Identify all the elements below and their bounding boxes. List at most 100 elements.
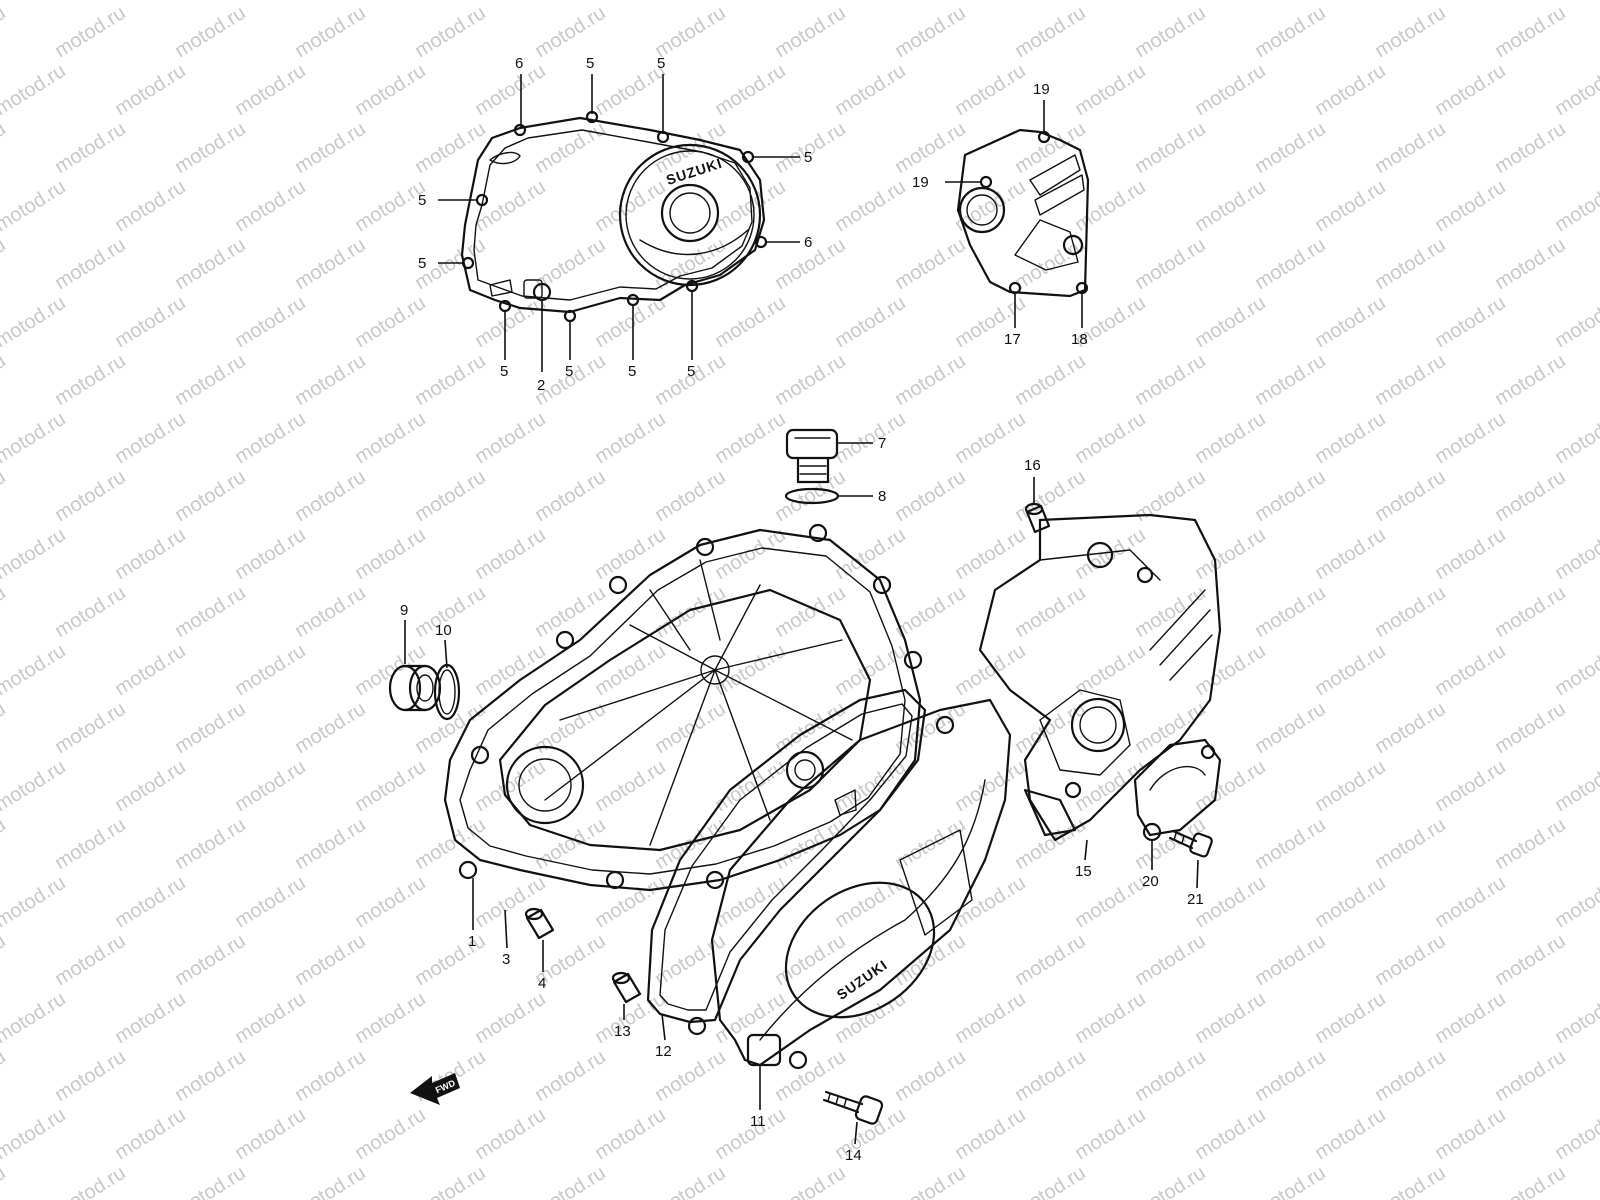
callout-6: 6 [515,55,523,72]
watermark-text: motod.ru [651,466,730,526]
watermark-text: motod.ru [1191,756,1270,816]
watermark-text: motod.ru [1371,234,1450,294]
watermark-text: motod.ru [0,582,10,642]
watermark-text: motod.ru [1371,930,1450,990]
watermark-text: motod.ru [891,814,970,874]
watermark-text: motod.ru [351,292,430,352]
watermark-text: motod.ru [1491,2,1570,62]
watermark-text: motod.ru [711,60,790,120]
watermark-text: motod.ru [0,60,70,120]
watermark-text: motod.ru [231,872,310,932]
watermark-text: motod.ru [1011,930,1090,990]
callout-4: 4 [538,975,546,992]
watermark-text: motod.ru [891,1046,970,1106]
callout-10: 10 [435,622,452,639]
watermark-text: motod.ru [1311,988,1390,1048]
watermark-text: motod.ru [351,756,430,816]
watermark-text: motod.ru [0,988,70,1048]
watermark-text: motod.ru [1191,640,1270,700]
watermark-text: motod.ru [1191,1104,1270,1164]
watermark-text: motod.ru [231,1104,310,1164]
watermark-text: motod.ru [1011,1046,1090,1106]
watermark-text: motod.ru [1011,2,1090,62]
watermark-text: motod.ru [1491,1162,1570,1200]
watermark-text: motod.ru [771,582,850,642]
watermark-text: motod.ru [951,0,1030,4]
watermark-text: motod.ru [171,930,250,990]
callout-12: 12 [655,1043,672,1060]
watermark-text: motod.ru [1551,872,1600,932]
watermark-text: motod.ru [291,582,370,642]
watermark-text: motod.ru [0,698,10,758]
watermark-text: motod.ru [1191,0,1270,4]
watermark-text: motod.ru [1491,466,1570,526]
watermark-text: motod.ru [1131,1162,1210,1200]
watermark-text: motod.ru [591,640,670,700]
watermark-text: motod.ru [1011,466,1090,526]
watermark-text: motod.ru [1491,118,1570,178]
watermark-text: motod.ru [1491,582,1570,642]
watermark-text: motod.ru [0,466,10,526]
watermark-text: motod.ru [291,466,370,526]
callout-5: 5 [657,55,665,72]
watermark-text: motod.ru [1431,292,1510,352]
watermark-text: motod.ru [51,814,130,874]
watermark-text: motod.ru [1071,408,1150,468]
watermark-text: motod.ru [951,756,1030,816]
watermark-text: motod.ru [651,698,730,758]
callout-5: 5 [500,363,508,380]
watermark-text: motod.ru [1191,60,1270,120]
watermark-text: motod.ru [111,0,190,4]
watermark-text: motod.ru [771,1162,850,1200]
watermark-text: motod.ru [471,640,550,700]
watermark-text: motod.ru [1551,1104,1600,1164]
watermark-text: motod.ru [1551,292,1600,352]
watermark-text: motod.ru [651,2,730,62]
callout-13: 13 [614,1023,631,1040]
watermark-text: motod.ru [1371,1046,1450,1106]
watermark-text: motod.ru [51,582,130,642]
watermark-text: motod.ru [1371,698,1450,758]
watermark-text: motod.ru [291,814,370,874]
watermark-text: motod.ru [1251,234,1330,294]
watermark-text: motod.ru [831,0,910,4]
watermark-text: motod.ru [1491,814,1570,874]
watermark-text: motod.ru [951,60,1030,120]
watermark-text: motod.ru [1551,60,1600,120]
watermark-text: motod.ru [1551,408,1600,468]
watermark-text: motod.ru [1311,176,1390,236]
watermark-text: motod.ru [471,408,550,468]
watermark-text: motod.ru [1251,2,1330,62]
watermark-text: motod.ru [831,408,910,468]
watermark-text: motod.ru [0,640,70,700]
watermark-text: motod.ru [111,756,190,816]
callout-9: 9 [400,602,408,619]
watermark-text: motod.ru [771,814,850,874]
watermark-text: motod.ru [1131,350,1210,410]
callout-17: 17 [1004,331,1021,348]
watermark-text: motod.ru [1311,872,1390,932]
watermark-text: motod.ru [651,1162,730,1200]
watermark-text: motod.ru [831,176,910,236]
watermark-text: motod.ru [0,234,10,294]
watermark-text: motod.ru [1371,1162,1450,1200]
watermark-text: motod.ru [231,640,310,700]
watermark-text: motod.ru [0,292,70,352]
watermark-text: motod.ru [471,872,550,932]
watermark-text: motod.ru [171,1162,250,1200]
watermark-text: motod.ru [1011,350,1090,410]
watermark-text: motod.ru [891,350,970,410]
watermark-text: motod.ru [1251,466,1330,526]
watermark-text: motod.ru [0,872,70,932]
watermark-text: motod.ru [0,350,10,410]
watermark-text: motod.ru [0,0,70,4]
callout-5: 5 [628,363,636,380]
watermark-text: motod.ru [351,988,430,1048]
watermark-text: motod.ru [1011,1162,1090,1200]
watermark-text: motod.ru [291,1162,370,1200]
callout-7: 7 [878,435,886,452]
sprocket-cover [978,513,1222,842]
watermark-text: motod.ru [171,2,250,62]
watermark-text: motod.ru [831,872,910,932]
